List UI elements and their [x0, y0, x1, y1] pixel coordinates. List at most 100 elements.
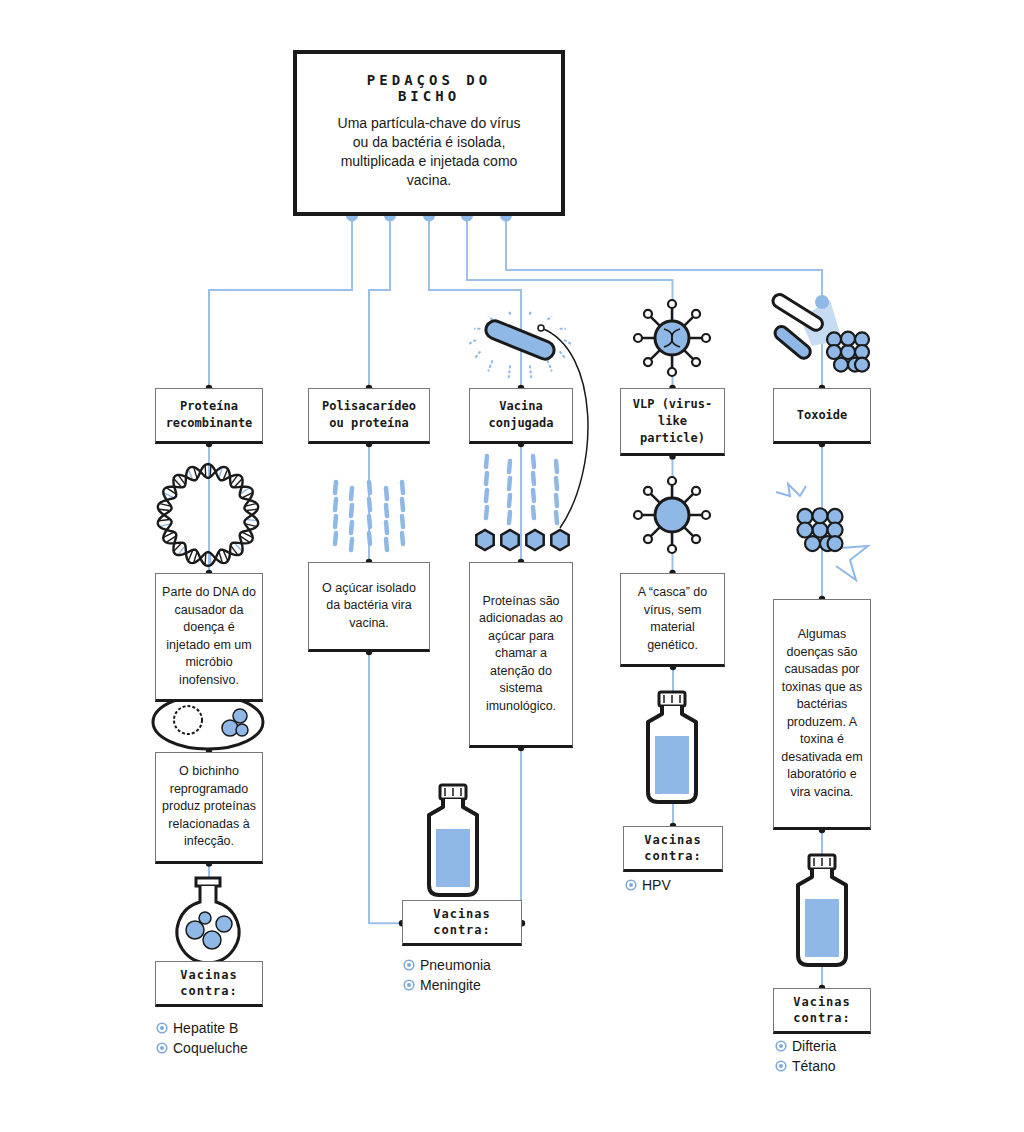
- connector-line: [369, 652, 402, 923]
- sugar-bar: [386, 488, 387, 499]
- sugar-bar: [369, 516, 370, 527]
- vaccine-item: HPV: [625, 877, 671, 893]
- spike-tip: [692, 358, 700, 366]
- sugar-bar: [351, 505, 352, 516]
- toxin-cluster: [827, 332, 869, 372]
- box-text: Toxoide: [779, 407, 865, 424]
- flask: [177, 878, 239, 963]
- connector-line: [368, 444, 370, 562]
- box-text: Algumas doenças são causadas por toxinas…: [779, 626, 865, 801]
- box-text: O bichinho reprogramado produz proteínas…: [161, 763, 257, 851]
- flagellum: [474, 328, 480, 330]
- box-text: Vacina conjugada: [475, 398, 567, 432]
- toxin-ball: [855, 358, 869, 372]
- toxin-ball: [834, 358, 848, 372]
- label-text: Coqueluche: [173, 1040, 248, 1056]
- process-box: Proteínas são adicionadas ao açúcar para…: [469, 562, 573, 748]
- flagellum: [564, 340, 571, 344]
- connector-line: [521, 748, 522, 923]
- vaccine-item: Difteria: [775, 1038, 836, 1054]
- box-text: Vacinas contra:: [778, 994, 866, 1026]
- sugar-bar: [533, 456, 534, 467]
- label-text: Meningite: [420, 977, 481, 993]
- process-box: A “casca” do vírus, sem material genétic…: [620, 573, 725, 667]
- sugar-bar: [533, 490, 534, 501]
- spike-tip: [692, 535, 700, 543]
- hexagon: [476, 530, 493, 550]
- microbe-cell: [153, 695, 263, 749]
- connector-line: [429, 216, 521, 388]
- sugar-bar: [533, 507, 534, 518]
- spike-tip: [692, 310, 700, 318]
- spike-tip: [644, 310, 652, 318]
- flagellum: [547, 360, 551, 371]
- title-box: PEDAÇOS DO BICHOUma partícula-chave do v…: [293, 50, 565, 216]
- bullet-ring: [157, 1023, 167, 1033]
- type-header: Proteína recombinante: [155, 388, 263, 444]
- vaccine-box: Vacinas contra:: [623, 826, 723, 872]
- flagellum: [488, 360, 492, 371]
- toxin-source: [771, 292, 842, 361]
- box-text: Polisacarídeo ou proteína: [314, 398, 424, 432]
- bullet-icon: [156, 1022, 168, 1034]
- connector-line: [209, 216, 352, 388]
- flagellum: [530, 310, 532, 315]
- spike-tip: [644, 487, 652, 495]
- box-text: A “casca” do vírus, sem material genétic…: [626, 584, 719, 654]
- pointer-dot: [538, 325, 544, 331]
- title-heading: PEDAÇOS DO BICHO: [337, 72, 521, 104]
- sugar-bar: [386, 505, 387, 516]
- spike-tip: [634, 511, 642, 519]
- virus-dna: [664, 329, 680, 347]
- toxin-cluster: [798, 508, 843, 551]
- connector-line: [467, 216, 673, 388]
- box-text: Parte do DNA do causador da doença é inj…: [161, 584, 257, 689]
- virus: [634, 300, 710, 376]
- box-text: Proteínas são adicionadas ao açúcar para…: [475, 593, 567, 716]
- sugar-bar: [556, 495, 557, 506]
- box-text: Vacinas contra:: [160, 967, 258, 999]
- flagellum: [509, 310, 511, 315]
- virus-shell: [634, 477, 710, 553]
- spike-tip: [668, 545, 676, 553]
- process-box: O bichinho reprogramado produz proteínas…: [155, 752, 263, 864]
- toxin-ball: [828, 536, 843, 551]
- type-header: Polisacarídeo ou proteína: [308, 388, 430, 444]
- process-box: O açúcar isolado da bactéria vira vacina…: [308, 562, 430, 652]
- vaccine-item: Hepatite B: [156, 1020, 238, 1036]
- process-box: Parte do DNA do causador da doença é inj…: [155, 573, 263, 702]
- vaccine-box: Vacinas contra:: [402, 900, 522, 946]
- bacterium: [483, 318, 557, 362]
- toxin-ball: [813, 508, 828, 523]
- label-text: HPV: [642, 877, 671, 893]
- bullet-dot: [629, 883, 633, 887]
- flagellum: [560, 351, 566, 359]
- starburst: [776, 484, 868, 580]
- flagellum: [488, 317, 492, 320]
- bullet-ring: [404, 980, 414, 990]
- bullet-dot: [779, 1064, 783, 1068]
- sugar-bar: [509, 495, 510, 506]
- spike-tip: [644, 535, 652, 543]
- flagellum: [469, 340, 476, 344]
- flagellum: [560, 328, 566, 330]
- vaccine-item: Tétano: [775, 1058, 836, 1074]
- sugar-bar: [386, 539, 387, 550]
- protein-hexagons: [476, 530, 568, 550]
- virus-body: [655, 498, 689, 532]
- flagellum: [530, 365, 532, 378]
- bullet-ring: [626, 880, 636, 890]
- sugar-bar: [486, 473, 487, 484]
- sugar-bar: [533, 473, 534, 484]
- label-text: Difteria: [792, 1038, 836, 1054]
- vaccine-item: Pneumonia: [403, 957, 491, 973]
- sugar-bar: [509, 461, 510, 472]
- vaccine-bottle: [798, 855, 846, 965]
- dna-strand: [158, 464, 258, 563]
- sugar-bar: [351, 488, 352, 499]
- type-header: VLP (virus-like particle): [620, 388, 725, 456]
- spike-tip: [668, 300, 676, 308]
- bullet-ring: [776, 1061, 786, 1071]
- bullet-icon: [625, 879, 637, 891]
- type-header: Vacina conjugada: [469, 388, 573, 444]
